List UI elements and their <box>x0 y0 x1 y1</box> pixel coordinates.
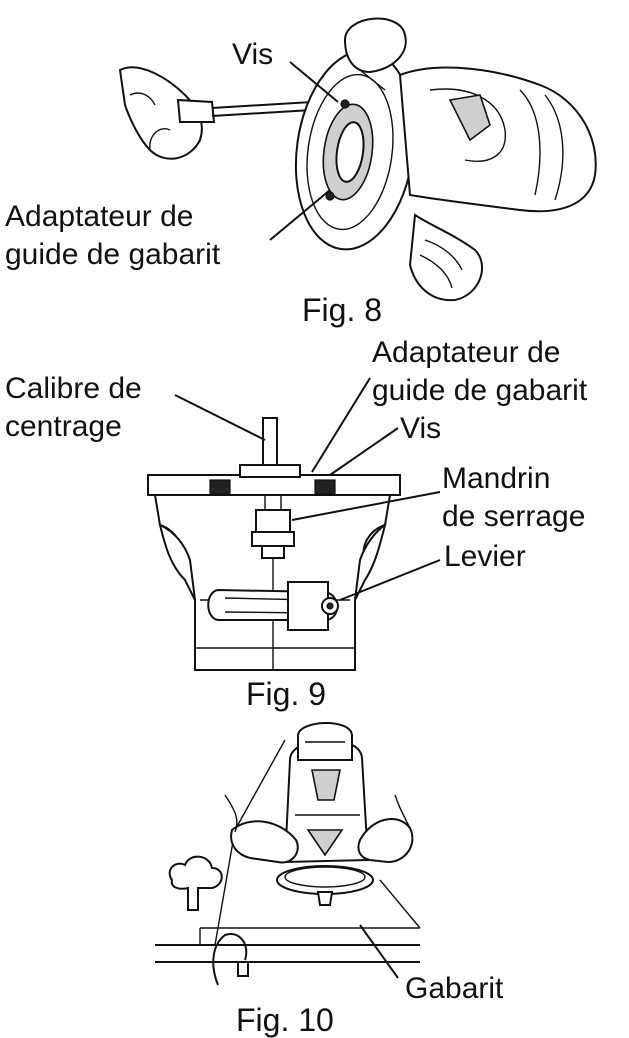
fig8-illustration <box>118 17 597 302</box>
fig9-gauge-leader <box>174 394 266 441</box>
fig9-screw-leader <box>329 427 399 476</box>
fig9-adapter-leader <box>311 377 371 473</box>
fig8-adapter-label-line2: guide de gabarit <box>5 238 221 271</box>
fig9-lever-label: Levier <box>444 540 526 573</box>
fig9-adapter-label-line1: Adaptateur de <box>372 336 561 369</box>
fig10-caption: Fig. 10 <box>236 1002 334 1038</box>
fig9-illustration <box>147 377 441 671</box>
fig9-gauge-label-line1: Calibre de <box>5 372 142 405</box>
fig9-caption: Fig. 9 <box>246 676 327 712</box>
fig8-caption: Fig. 8 <box>302 292 383 328</box>
fig9-collet-label-line2: de serrage <box>442 500 586 533</box>
fig9-collet-leader <box>291 491 441 521</box>
fig8-screw-label: Vis <box>232 38 274 71</box>
fig8-adapter-label-line1: Adaptateur de <box>5 200 194 233</box>
fig9-collet-label-line1: Mandrin <box>442 462 551 495</box>
fig9-gauge-label-line2: centrage <box>5 410 122 443</box>
fig9-lever-leader <box>339 559 441 601</box>
fig10-template-leader <box>359 924 399 979</box>
fig9-screw-label: Vis <box>400 412 442 445</box>
fig8-adapter-leader <box>269 189 331 241</box>
fig8-screw-leader <box>289 61 339 103</box>
fig10-template-label: Gabarit <box>405 972 504 1005</box>
tree-shape-icon <box>168 855 223 911</box>
fig9-adapter-label-line2: guide de gabarit <box>372 374 588 407</box>
